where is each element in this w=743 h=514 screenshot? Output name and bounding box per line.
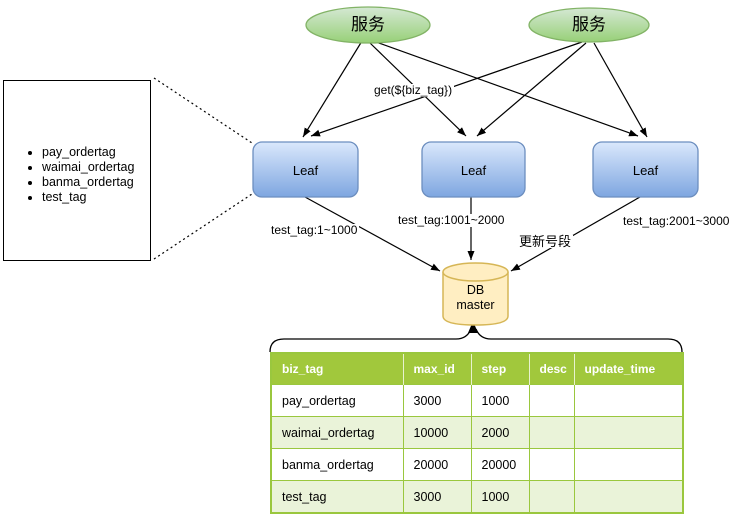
table-cell [528, 480, 575, 514]
edge-leaf1-db [304, 196, 441, 272]
edge-leaf3-db [510, 196, 641, 272]
edge-service2-leaf3 [593, 42, 648, 138]
table-cell: 20000 [470, 448, 530, 481]
leaf-node-3 [592, 141, 699, 198]
table-cell [573, 416, 684, 449]
table-row: test_tag 3000 1000 [270, 480, 684, 514]
edge-label-leaf1-range: test_tag:1~1000 [269, 223, 360, 237]
service-node-2 [528, 7, 650, 43]
table-cell [528, 384, 575, 417]
callout-line-top [153, 77, 253, 144]
edge-label-leaf2-range: test_tag:1001~2000 [396, 213, 507, 227]
table-row: pay_ordertag 3000 1000 [270, 384, 684, 417]
service-node-1 [305, 6, 431, 44]
table-cell: 20000 [402, 448, 472, 481]
table-cell: 2000 [470, 416, 530, 449]
table-row: waimai_ordertag 10000 2000 [270, 416, 684, 449]
edge-label-leaf3-range: test_tag:2001~3000 [621, 214, 732, 228]
table-cell: 10000 [402, 416, 472, 449]
tag-list: pay_ordertag waimai_ordertag banma_order… [4, 145, 150, 205]
table-cell [573, 480, 684, 514]
edge-label-update-segment: 更新号段 [517, 234, 574, 249]
tag-list-item: banma_ordertag [42, 175, 150, 190]
table-cell: pay_ordertag [270, 384, 404, 417]
tag-list-item: waimai_ordertag [42, 160, 150, 175]
db-cylinder-top [442, 262, 509, 282]
table-header-row: biz_tag max_id step desc update_time [271, 353, 683, 385]
table-row: banma_ordertag 20000 20000 [270, 448, 684, 481]
edge-service1-leaf1 [302, 40, 363, 138]
tag-list-item: pay_ordertag [42, 145, 150, 160]
table-cell [528, 448, 575, 481]
leaf-node-2 [421, 141, 526, 198]
table-header-cell: update_time [573, 353, 683, 385]
table-cell: 3000 [402, 384, 472, 417]
edge-service2-leaf2 [476, 42, 587, 137]
db-cylinder-body [442, 272, 509, 326]
table-cell: 1000 [470, 480, 530, 514]
edge-service1-leaf3 [375, 41, 639, 137]
table-cell: 3000 [402, 480, 472, 514]
table-header-cell: desc [528, 353, 574, 385]
table-cell: 1000 [470, 384, 530, 417]
bracket-arrowhead [468, 321, 478, 333]
table-cell: test_tag [270, 480, 404, 514]
table-cell [573, 384, 684, 417]
callout-line-bottom [153, 193, 253, 260]
leaf-node-1 [252, 141, 359, 198]
segment-table: biz_tag max_id step desc update_time pay… [270, 352, 684, 514]
table-cell: waimai_ordertag [270, 416, 404, 449]
table-header-cell: max_id [402, 353, 471, 385]
bracket-table-db [269, 328, 683, 353]
tag-list-box: pay_ordertag waimai_ordertag banma_order… [3, 80, 151, 261]
table-cell: banma_ordertag [270, 448, 404, 481]
table-cell [528, 416, 575, 449]
tag-list-item: test_tag [42, 190, 150, 205]
table-header-cell: biz_tag [271, 353, 403, 385]
table-cell [573, 448, 684, 481]
edge-label-get-biztag: get(${biz_tag}) [372, 83, 455, 97]
table-header-cell: step [470, 353, 529, 385]
